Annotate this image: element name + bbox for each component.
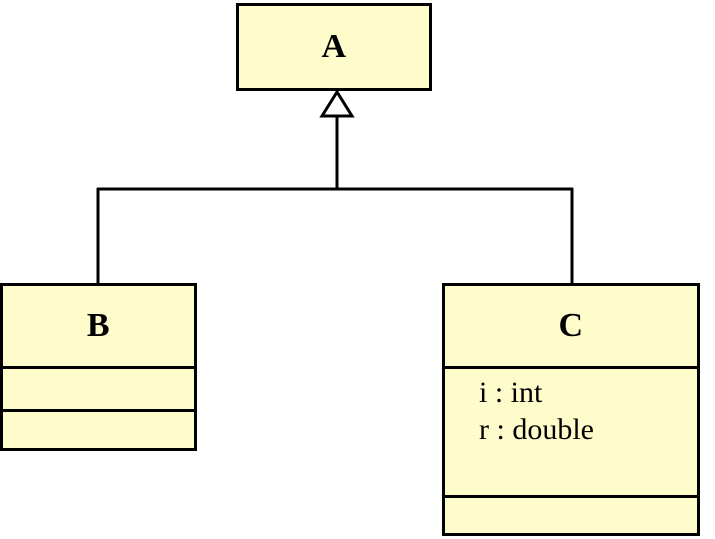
uml-class-c[interactable]: C i : int r : double xyxy=(442,283,700,536)
class-c-name: C xyxy=(558,307,584,344)
uml-class-a[interactable]: A xyxy=(236,3,432,91)
inheritance-arrowhead-icon xyxy=(319,89,355,118)
class-b-name: B xyxy=(86,307,111,344)
class-b-attributes-compartment xyxy=(3,366,194,409)
uml-class-b[interactable]: B xyxy=(0,283,197,451)
class-c-attributes-compartment: i : int r : double xyxy=(445,366,697,495)
class-a-name: A xyxy=(321,28,347,65)
class-b-operations-compartment xyxy=(3,409,194,448)
class-c-operations-compartment xyxy=(445,495,697,533)
class-c-attribute: i : int xyxy=(479,376,543,409)
class-c-attribute: r : double xyxy=(479,412,594,446)
